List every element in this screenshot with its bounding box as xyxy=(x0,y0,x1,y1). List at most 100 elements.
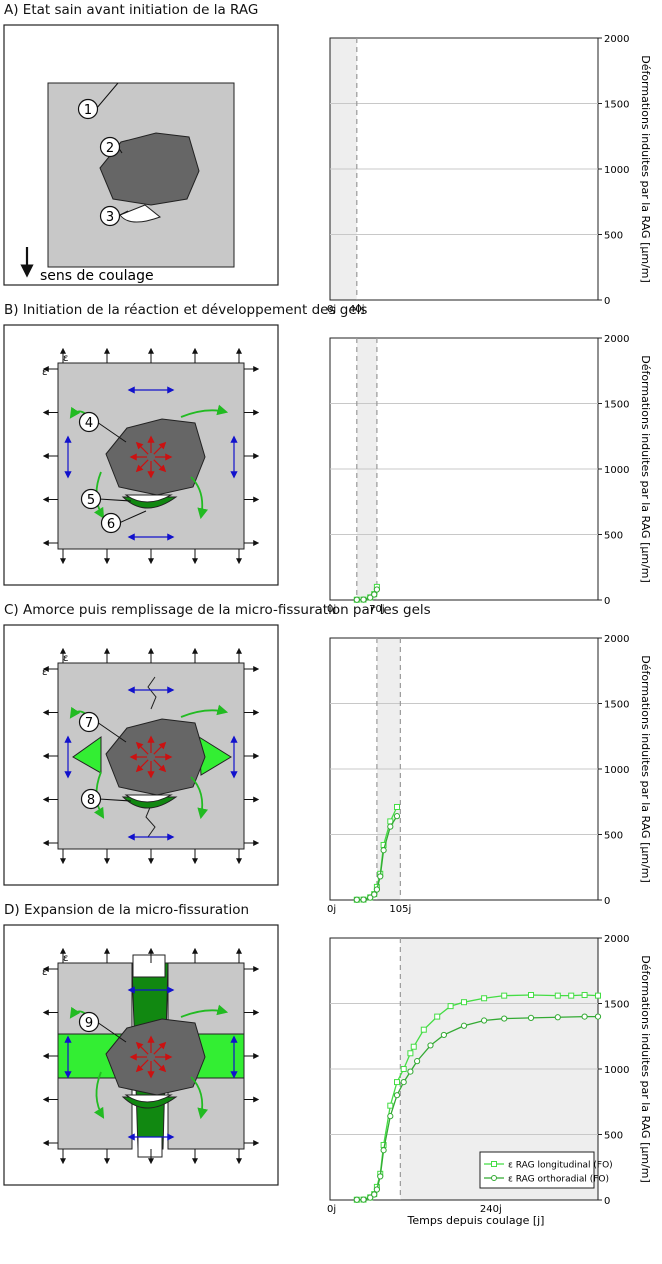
series-point xyxy=(394,803,400,810)
gel-pressure-arrow xyxy=(153,759,167,773)
callout-circle xyxy=(77,98,99,120)
gel-pressure-arrow xyxy=(153,459,167,473)
callout-leader xyxy=(96,1021,127,1043)
crack-opening xyxy=(137,1136,163,1158)
y-tick-label: 2000 xyxy=(604,34,629,45)
x-tick-label: 0j xyxy=(327,1204,336,1215)
x-tick-label: 70j xyxy=(369,604,385,615)
series-point xyxy=(460,1022,468,1029)
gel-pressure-arrow xyxy=(135,1041,149,1055)
gel-filled-crack xyxy=(72,736,102,774)
series-point xyxy=(481,995,488,1002)
series-point xyxy=(373,586,380,593)
series-point xyxy=(400,1079,407,1086)
y-tick-label: 0 xyxy=(604,596,610,607)
series-point xyxy=(581,991,588,998)
epsilon-label: ε xyxy=(63,953,68,964)
callout-number: 5 xyxy=(87,493,95,508)
series-point xyxy=(387,823,394,830)
series-point xyxy=(377,873,384,880)
y-tick-label: 1000 xyxy=(604,465,629,476)
callout-circle xyxy=(78,411,100,433)
y-axis-label: Déformations induites par la RAG [µm/m] xyxy=(639,55,652,283)
x-tick-label: 105j xyxy=(389,904,411,915)
series-point xyxy=(427,1042,434,1049)
epsilon-label: ε xyxy=(42,967,47,978)
y-axis-label: Déformations induites par la RAG [µm/m] xyxy=(639,355,652,583)
y-tick-label: 1500 xyxy=(604,700,629,711)
crack-opening xyxy=(132,954,166,978)
y-tick-label: 500 xyxy=(604,231,623,242)
gel-migration-arrow xyxy=(190,776,208,820)
callout-number: 8 xyxy=(87,793,95,808)
flow-direction-label: sens de coulage xyxy=(40,268,154,284)
series-point xyxy=(394,1079,400,1086)
series-point xyxy=(595,992,601,999)
callout-circle xyxy=(80,488,102,510)
series-point xyxy=(410,1043,417,1050)
epsilon-label: ε xyxy=(63,353,68,364)
y-tick-label: 1500 xyxy=(604,400,629,411)
y-tick-label: 2000 xyxy=(604,934,629,945)
gel-migration-arrow xyxy=(180,704,229,718)
series-point xyxy=(414,1058,421,1065)
callout-number: 4 xyxy=(85,416,93,431)
series-point xyxy=(371,1191,378,1198)
callout-circle xyxy=(78,1011,100,1033)
x-tick-label: 40j xyxy=(349,304,365,315)
series-point xyxy=(501,992,508,999)
void xyxy=(124,794,173,803)
y-axis-label: Déformations induites par la RAG [µm/m] xyxy=(639,955,652,1183)
series-point xyxy=(360,896,367,903)
callout-leader xyxy=(95,82,119,110)
series-point xyxy=(377,1173,384,1180)
gel-pressure-arrow xyxy=(135,741,149,755)
concrete-block xyxy=(57,1077,133,1150)
panel-d: ε ε 9 xyxy=(3,924,279,1186)
y-tick-label: 500 xyxy=(604,831,623,842)
series-point xyxy=(407,1050,414,1057)
series-point xyxy=(393,1092,401,1099)
micro-crack xyxy=(145,804,156,838)
callout-number: 2 xyxy=(106,141,114,156)
x-tick-label: 0j xyxy=(327,904,336,915)
gel-migration-arrow xyxy=(180,404,229,418)
gel-pressure-arrow xyxy=(153,1041,167,1055)
x-tick-label: 0j xyxy=(327,304,336,315)
series-point xyxy=(360,596,367,603)
x-tick-label: 0j xyxy=(327,604,336,615)
series-point xyxy=(373,886,380,893)
void xyxy=(119,204,162,223)
series-point xyxy=(447,1003,454,1010)
series-point xyxy=(568,992,575,999)
gel-pressure-arrow xyxy=(135,1059,149,1073)
gel-pressure-arrow xyxy=(135,441,149,455)
callout-circle xyxy=(80,788,102,810)
series-point xyxy=(380,847,387,854)
callout-number: 6 xyxy=(107,517,115,532)
series-point xyxy=(371,591,378,598)
y-tick-label: 500 xyxy=(604,531,623,542)
epsilon-label: ε xyxy=(42,667,47,678)
series-point xyxy=(373,1186,380,1193)
callout-leader xyxy=(118,510,147,524)
series-point xyxy=(527,1014,535,1022)
series-point xyxy=(528,991,534,998)
legend-marker xyxy=(491,1161,497,1167)
callout-circle xyxy=(100,512,122,534)
series-point xyxy=(501,1015,508,1022)
series-point xyxy=(481,1017,488,1024)
series-point xyxy=(434,1013,441,1020)
series-point xyxy=(400,1066,407,1072)
y-axis-label: Déformations induites par la RAG [µm/m] xyxy=(639,655,652,883)
series-point xyxy=(440,1031,447,1039)
callout-circle xyxy=(99,136,121,158)
callout-number: 9 xyxy=(85,1016,93,1031)
y-tick-label: 1000 xyxy=(604,165,629,176)
series-point xyxy=(380,1147,387,1154)
gel-pressure-arrow xyxy=(135,459,149,473)
x-tick-label: 240j xyxy=(480,1204,502,1215)
